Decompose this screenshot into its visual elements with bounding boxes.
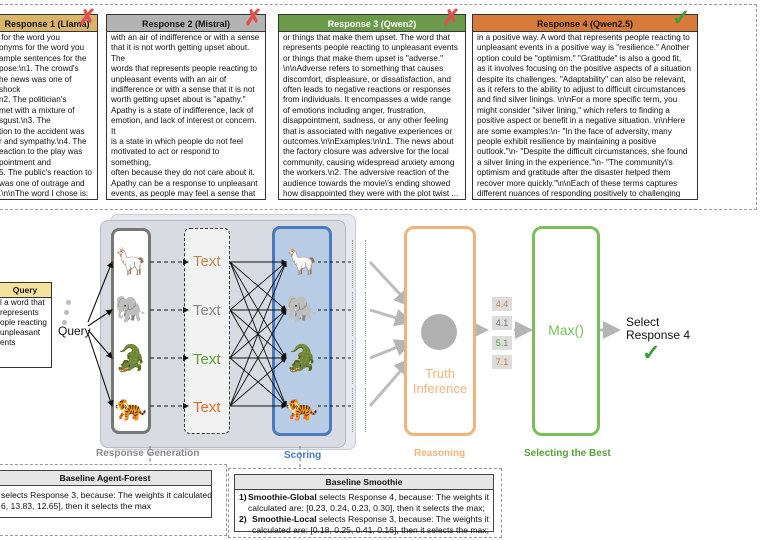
stage-label-generation: Response Generation	[96, 448, 200, 459]
response-card-1: Response 1 (Llama) for the word you onym…	[0, 14, 98, 200]
response-4-text: in a positive way. A word that represent…	[477, 33, 691, 197]
smoothie-item-name: Smoothie-Local	[252, 514, 317, 524]
crocodile-icon: 🐊	[285, 343, 319, 373]
response-3-text: or things that make them upset. The word…	[283, 33, 459, 197]
cross-icon: ✗	[442, 5, 461, 30]
smoothie-item-number: 1)	[239, 492, 247, 502]
smoothie-item-body: Smoothie-Local selects Response 3, becau…	[252, 514, 489, 536]
response-card-4: Response 4 (Qwen2.5) in a positive way. …	[472, 14, 698, 200]
response-2-text: with an air of indifference or with a se…	[111, 33, 260, 197]
response-3-header: Response 3 (Qwen2)	[278, 14, 466, 32]
smoothie-item: 2) Smoothie-Local selects Response 3, be…	[239, 514, 489, 536]
ellipsis-dots	[60, 300, 71, 340]
llama-icon: 🦙	[285, 246, 319, 276]
selecting-panel	[532, 226, 600, 436]
checkmark-icon: ✓	[672, 5, 691, 30]
elephant-icon: 🐘	[114, 294, 148, 324]
tiger-icon: 🐅	[114, 392, 148, 422]
baseline-smoothie-box: Baseline Smoothie 1) Smoothie-Global sel…	[234, 474, 494, 535]
tiger-icon: 🐅	[285, 392, 319, 422]
response-2-header: Response 2 (Mistral)	[106, 14, 266, 32]
baselines-frame	[0, 464, 227, 536]
inference-node	[421, 314, 457, 350]
score-value: 5.1	[492, 336, 512, 350]
smoothie-item-body: Smoothie-Global selects Response 4, beca…	[248, 492, 489, 514]
smoothie-item: 1) Smoothie-Global selects Response 4, b…	[239, 492, 489, 514]
smoothie-item-text: selects Response 3, because: The weights…	[252, 514, 489, 535]
stage-label-selecting: Selecting the Best	[524, 448, 611, 459]
animal-column	[111, 228, 151, 434]
stage-label-scoring: Scoring	[284, 450, 322, 461]
smoothie-item-name: Smoothie-Global	[247, 492, 317, 502]
elephant-icon: 🐘	[285, 294, 319, 324]
query-label: Query	[58, 324, 91, 338]
crocodile-icon: 🐊	[114, 343, 148, 373]
response-card-3: Response 3 (Qwen2) or things that make t…	[278, 14, 466, 200]
baseline-agent-forest-text: selects Response 3, because: The weights…	[1, 490, 212, 511]
checkmark-icon: ✓	[642, 340, 661, 365]
query-box-text: l a word that represents ople reacting u…	[0, 298, 47, 347]
smoothie-item-number: 2)	[239, 514, 247, 524]
text-column	[184, 228, 230, 434]
cross-icon: ✗	[78, 5, 97, 30]
cross-icon: ✗	[244, 5, 263, 30]
query-box-header: Query	[0, 283, 51, 298]
text-label-2: Text	[193, 302, 221, 319]
select-response-label: Select Response 4	[626, 315, 691, 342]
smoothie-item-text: selects Response 4, because: The weights…	[247, 492, 489, 513]
text-label-1: Text	[193, 253, 221, 270]
response-4-header: Response 4 (Qwen2.5)	[472, 14, 698, 32]
score-value: 4.1	[492, 316, 512, 330]
baseline-agent-forest-header: Baseline Agent-Forest	[0, 471, 211, 486]
stage-label-reasoning: Reasoning	[414, 448, 466, 459]
text-label-3: Text	[193, 351, 221, 368]
responses-frame	[0, 4, 757, 210]
score-value: 4.4	[492, 297, 512, 311]
truth-inference-label: Truth Inference	[412, 366, 468, 396]
baseline-smoothie-header: Baseline Smoothie	[235, 475, 493, 490]
smoothie-frame	[228, 468, 502, 538]
response-card-2: Response 2 (Mistral) with an air of indi…	[106, 14, 266, 200]
llama-icon: 🦙	[114, 246, 148, 276]
response-1-header: Response 1 (Llama)	[0, 14, 98, 32]
query-box: Query l a word that represents ople reac…	[0, 282, 52, 368]
response-1-text: for the word you onyms for the word you …	[0, 33, 92, 197]
score-dots-column	[352, 240, 366, 436]
text-label-4: Text	[193, 399, 221, 416]
max-function-label: Max()	[548, 322, 584, 338]
score-value: 7.1	[492, 355, 512, 369]
baseline-agent-forest-box: Baseline Agent-Forest selects Response 3…	[0, 470, 212, 518]
